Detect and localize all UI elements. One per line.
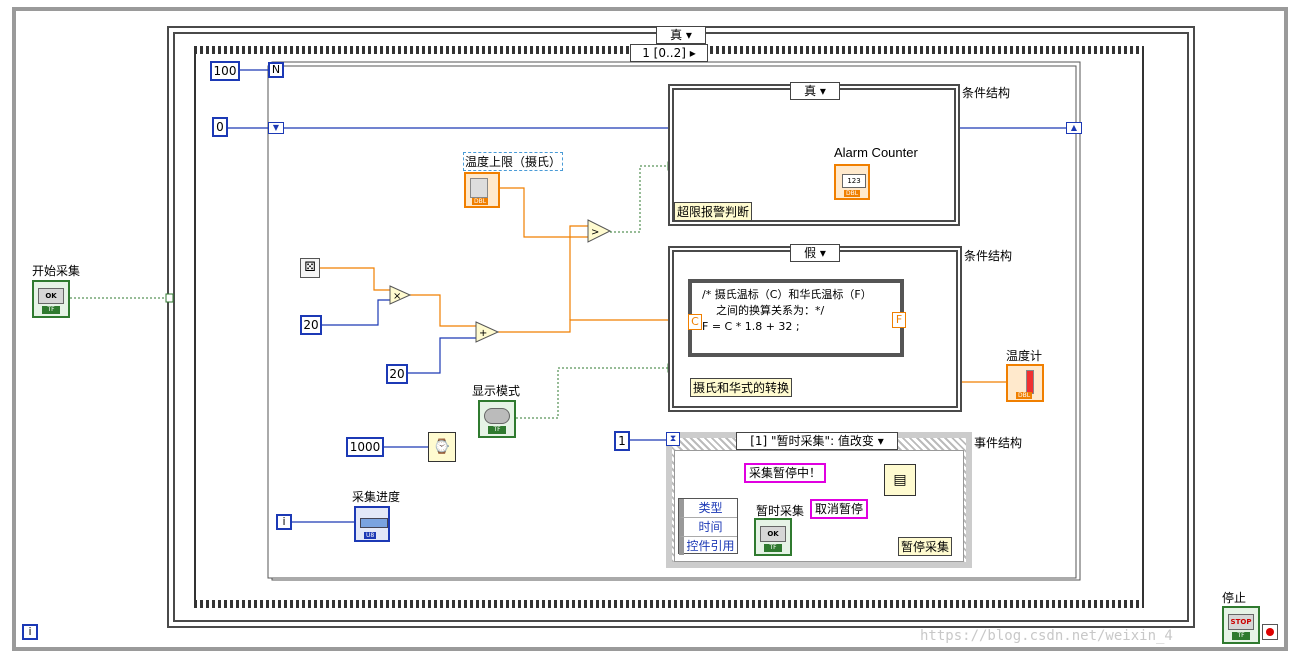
convert-case-selector[interactable]: 假 ▾ [790, 244, 840, 262]
event-data-time: 时间 [679, 518, 737, 537]
case-top-selector-value: 真 [670, 28, 683, 42]
wait-constant[interactable]: 1000 [346, 437, 384, 457]
paused-string-constant[interactable]: 采集暂停中！ [744, 463, 827, 483]
formula-input-c: C [688, 314, 702, 330]
dice-icon: ⚄ [300, 258, 320, 278]
hourglass-icon: ⧗ [666, 432, 680, 446]
alarm-counter-indicator: 123 DBL [834, 164, 870, 200]
pause-button-label: 暂时采集 [756, 504, 805, 518]
event-selector-value: [1] "暂时采集": 值改变 [750, 434, 874, 448]
sequence-right-border [1142, 54, 1144, 600]
outer-iteration-terminal: i [22, 624, 38, 640]
stop-condition-icon [1266, 628, 1274, 636]
cancel-string-constant[interactable]: 取消暂停 [810, 499, 869, 519]
thermometer-indicator: DBL [1006, 364, 1044, 402]
event-data-ref: 控件引用 [679, 537, 737, 555]
loop-condition-terminal [1262, 624, 1278, 640]
event-data-node: 类型 时间 控件引用 [678, 498, 738, 555]
alarm-case-label: 条件结构 [962, 86, 1011, 100]
slider-icon [470, 178, 488, 198]
stop-button-label: 停止 [1222, 591, 1247, 605]
display-mode-label: 显示模式 [472, 384, 521, 398]
shift-register-left-icon: ▼ [268, 122, 284, 134]
formula-node[interactable]: /* 摄氏温标（C）和华氏温标（F） 之间的换算关系为：*/ F = C * 1… [688, 279, 904, 357]
alarm-counter-label: Alarm Counter [834, 145, 918, 160]
convert-case-comment: 摄氏和华式的转换 [690, 378, 793, 397]
multiply-constant[interactable]: 20 [300, 315, 322, 335]
case-top-selector[interactable]: 真 ▾ [656, 26, 706, 44]
add-constant[interactable]: 20 [386, 364, 408, 384]
alarm-case-selector[interactable]: 真 ▾ [790, 82, 840, 100]
property-node-icon: ▤ [884, 464, 916, 496]
watermark-text: https://blog.csdn.net/weixin_4 [920, 628, 1173, 644]
sequence-left-border [194, 54, 196, 600]
loop-count-terminal: N [268, 62, 284, 78]
thermometer-icon [1026, 370, 1034, 394]
event-comment: 暂停采集 [898, 537, 953, 556]
sequence-filmstrip-bottom [194, 600, 1144, 608]
alarm-case-selector-value: 真 [804, 84, 817, 98]
display-mode-switch[interactable]: TF [478, 400, 516, 438]
start-button-label: 开始采集 [32, 264, 81, 278]
shift-init-constant[interactable]: 0 [212, 117, 228, 137]
inner-iteration-terminal: i [276, 514, 292, 530]
convert-case-label: 条件结构 [964, 249, 1013, 263]
progress-bar-icon [360, 518, 388, 528]
progress-terminal[interactable]: U8 [354, 506, 390, 542]
event-timeout-constant[interactable]: 1 [614, 431, 630, 451]
thermometer-label: 温度计 [1006, 349, 1043, 363]
event-selector[interactable]: [1] "暂时采集": 值改变 ▾ [736, 432, 898, 450]
formula-output-f: F [892, 312, 906, 328]
convert-case-selector-value: 假 [804, 246, 817, 260]
alarm-case-comment: 超限报警判断 [674, 202, 753, 221]
wait-clock-icon: ⌚ [428, 432, 456, 462]
event-structure-label: 事件结构 [974, 436, 1023, 450]
shift-register-right-icon: ▲ [1066, 122, 1082, 134]
event-data-type: 类型 [679, 499, 737, 518]
sequence-selector[interactable]: 1 [0..2] ▸ [630, 44, 708, 62]
svg-text:>: > [591, 227, 599, 238]
loop-count-constant[interactable]: 100 [210, 61, 240, 81]
limit-control-label: 温度上限（摄氏） [463, 152, 564, 171]
svg-text:×: × [393, 291, 401, 302]
svg-text:+: + [479, 328, 487, 339]
sequence-selector-value: 1 [0..2] [642, 46, 686, 60]
limit-control-terminal[interactable]: DBL [464, 172, 500, 208]
progress-label: 采集进度 [352, 490, 401, 504]
formula-text: /* 摄氏温标（C）和华氏温标（F） 之间的换算关系为：*/ F = C * 1… [702, 288, 872, 333]
